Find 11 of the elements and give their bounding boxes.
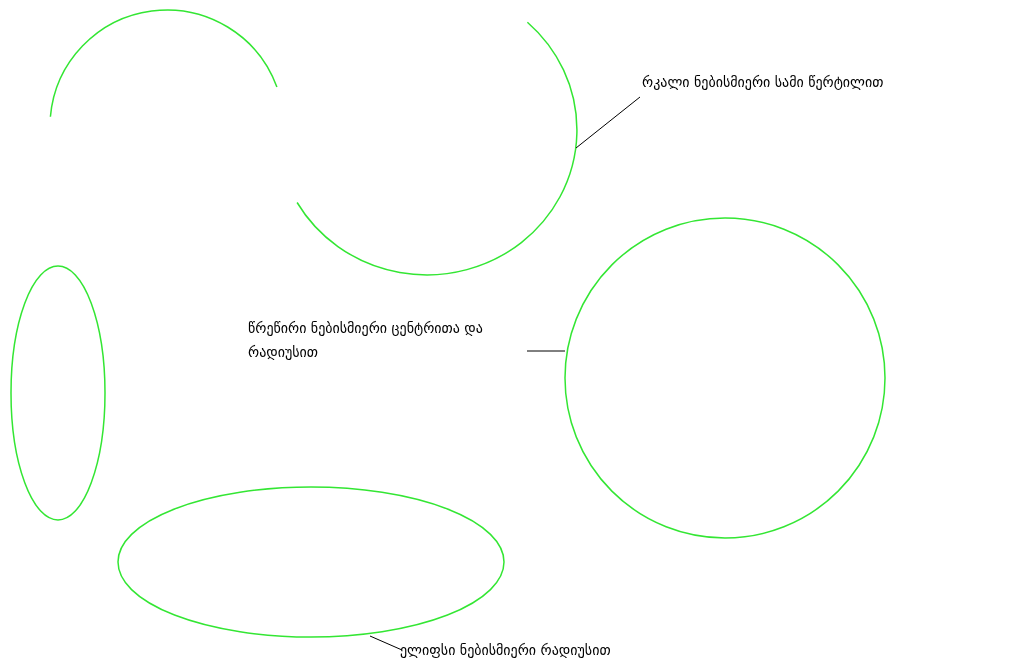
ellipse-outline <box>117 486 505 638</box>
annotation-text: წრეწირი ნებისმიერი ცენტრითა და რადიუსით <box>248 319 484 362</box>
arc-curve <box>296 21 578 276</box>
arc-curve <box>49 9 278 118</box>
leader-line <box>369 635 403 651</box>
ellipse-outline <box>10 265 106 521</box>
annotation-text: რკალი ნებისმიერი სამი წერტილით <box>642 73 885 92</box>
leader-line <box>575 96 641 149</box>
circle-outline <box>564 217 886 539</box>
annotation-text: ელიფსი ნებისმიერი რადიუსით <box>400 641 612 660</box>
leader-line <box>526 350 566 352</box>
